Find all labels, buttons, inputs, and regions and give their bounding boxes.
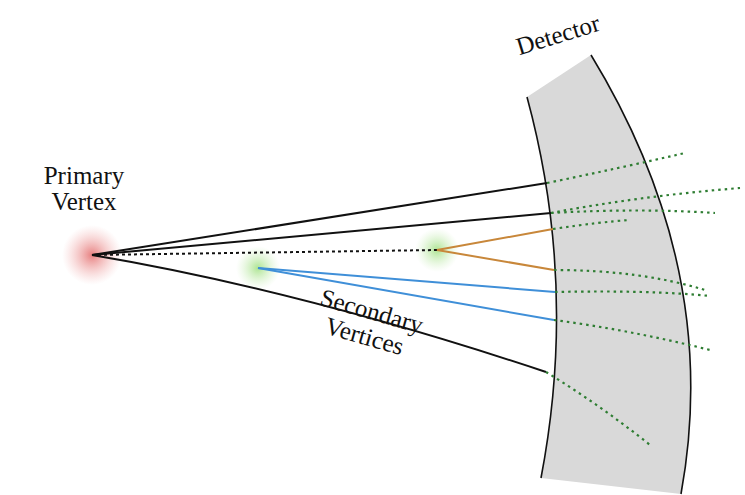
detector-hits	[546, 153, 740, 445]
detector-band	[527, 55, 691, 494]
tracks	[92, 183, 555, 372]
vertex-label: Secondary Vertices	[284, 277, 452, 372]
detector-label: Detector	[478, 0, 639, 71]
vertex-label: Primary Vertex	[14, 163, 154, 216]
detector-outer-edge	[591, 55, 691, 494]
detector-inner-edge	[527, 97, 557, 478]
